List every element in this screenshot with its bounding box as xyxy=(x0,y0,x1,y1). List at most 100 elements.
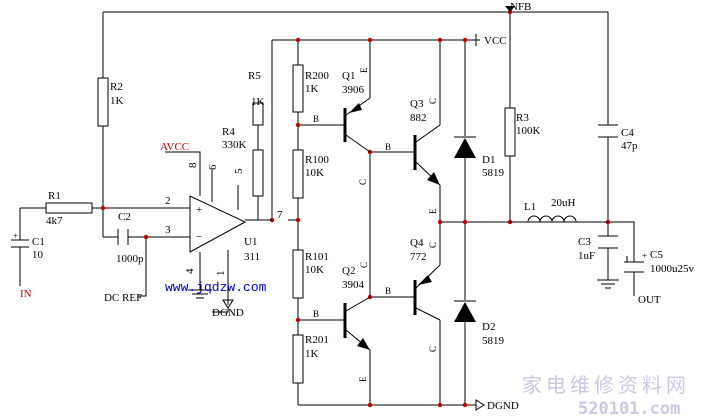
label-pins-b: B xyxy=(313,309,319,319)
label-components-c1-value: 10 xyxy=(32,249,44,261)
label-components-r101-ref: R101 xyxy=(305,251,329,263)
diode-d1 xyxy=(454,136,476,158)
label-pins-p5: 5 xyxy=(233,168,245,174)
label-pins-p1: 1 xyxy=(215,271,227,277)
capacitor-c5 xyxy=(624,256,644,273)
label-nfb: NFB xyxy=(510,1,531,13)
transistor-q1 xyxy=(330,97,371,153)
label-components-r200-value: 1K xyxy=(305,83,319,95)
label-pins-p6: 6 xyxy=(207,164,219,170)
arrow-icon-dgnd-u1 xyxy=(222,299,234,309)
label-components-l1-ref: L1 xyxy=(524,201,536,213)
label-components-q1-ref: Q1 xyxy=(342,70,355,82)
label-components-r201-value: 1K xyxy=(305,348,319,360)
label-components-c4-value: 47p xyxy=(621,140,638,152)
capacitors xyxy=(11,124,644,273)
capacitor-c4 xyxy=(598,124,618,138)
junctions xyxy=(100,9,611,408)
resistor-r201 xyxy=(292,334,304,384)
label-components-d1-ref: D1 xyxy=(482,154,495,166)
label-pins-c: C xyxy=(428,346,438,352)
label-dgnd-u1: DGND xyxy=(212,307,244,319)
label-components-d2-ref: D2 xyxy=(482,321,495,333)
watermarks: www.jqdzw.com 家电维修资料网 520101.com xyxy=(165,280,690,419)
resistor-r100 xyxy=(292,149,304,199)
site-url-watermark: www.jqdzw.com xyxy=(165,280,267,295)
label-pins-p8: 8 xyxy=(187,162,199,168)
label-pins-e: E xyxy=(428,208,438,214)
label-components-c2-value: 1000p xyxy=(116,253,144,265)
arrow-icon-nfb xyxy=(505,6,515,12)
resistor-r3 xyxy=(504,107,516,157)
chinese-watermark: 家电维修资料网 xyxy=(522,373,690,397)
resistor-r101 xyxy=(292,249,304,299)
label-pins-p7: 7 xyxy=(277,209,283,221)
label-components-q3-ref: Q3 xyxy=(410,98,424,110)
label-components-c1-ref: C1 xyxy=(32,236,45,248)
label-components-r1-ref: R1 xyxy=(48,190,61,202)
label-components-r2-ref: R2 xyxy=(110,81,123,93)
corner-url-watermark: 520101.com xyxy=(578,399,680,419)
label-components-r3-ref: R3 xyxy=(516,112,529,124)
label-components-r100-ref: R100 xyxy=(305,154,329,166)
label-components-q4-value: 772 xyxy=(410,251,427,263)
label-pins-plus: + xyxy=(13,231,18,241)
label-components-c2-ref: C2 xyxy=(118,211,131,223)
label-components-q3-value: 882 xyxy=(410,112,427,124)
diode-d2 xyxy=(454,300,476,322)
label-components-q2-ref: Q2 xyxy=(342,265,355,277)
label-components-r3-value: 100K xyxy=(516,125,541,137)
label-components-r100-value: 10K xyxy=(305,167,324,179)
label-avcc: AVCC xyxy=(160,141,189,153)
label-components-u1-value: 311 xyxy=(244,251,260,263)
label-pins-p4: 4 xyxy=(184,268,196,274)
label-pins-c: C xyxy=(428,242,438,248)
label-components-u1-ref: U1 xyxy=(244,236,257,248)
label-components-q2-value: 3904 xyxy=(342,279,365,291)
diodes xyxy=(454,136,476,322)
label-dc-ref: DC REF xyxy=(104,292,142,304)
label-components-d1-value: 5819 xyxy=(482,167,505,179)
label-pins-c: C xyxy=(428,98,438,104)
label-pins-p3: 3 xyxy=(165,224,171,236)
inductor-l1 xyxy=(510,215,608,223)
label-pins-b: B xyxy=(385,142,391,152)
label-pins-p2: 2 xyxy=(165,195,171,207)
label-components-r101-value: 10K xyxy=(305,264,324,276)
label-components-d2-value: 5819 xyxy=(482,335,505,347)
ground-symbols xyxy=(188,6,619,411)
resistor-r1 xyxy=(45,202,93,214)
label-pins-b: B xyxy=(385,286,391,296)
label-components-r4-value: 330K xyxy=(222,139,247,151)
label-components-r5-ref: R5 xyxy=(248,70,261,82)
label-out: OUT xyxy=(638,294,661,306)
ground-icon-c3 xyxy=(597,279,619,289)
label-pins-e: E xyxy=(358,376,368,382)
transistors xyxy=(330,97,441,351)
label-pins-plus: + xyxy=(642,251,647,261)
label-components-c3-ref: C3 xyxy=(578,236,591,248)
capacitor-c1 xyxy=(11,239,29,256)
label-components-c5-value: 1000u25v xyxy=(650,263,695,275)
transistor-q4 xyxy=(402,264,441,321)
label-components-r201-ref: R201 xyxy=(305,334,329,346)
label-components-r2-value: 1K xyxy=(110,95,124,107)
label-pins-e: E xyxy=(359,67,369,73)
label-components-r4-ref: R4 xyxy=(222,126,235,138)
label-pins-b: B xyxy=(313,114,319,124)
label-components-l1-value: 20uH xyxy=(551,197,576,209)
resistor-r2 xyxy=(97,77,109,127)
wires xyxy=(19,11,635,406)
label-components-q1-value: 3906 xyxy=(342,84,365,96)
label-vcc: VCC xyxy=(484,35,507,47)
label-pins-c: C xyxy=(359,262,369,268)
label-pins-c: C xyxy=(358,179,368,185)
resistor-r5 xyxy=(252,102,264,126)
label-pins-plus: + xyxy=(196,204,202,216)
label-pins-minus: − xyxy=(196,231,202,243)
capacitor-c2 xyxy=(117,229,129,245)
capacitor-c3 xyxy=(598,235,618,249)
arrow-icon-dgnd-bottom xyxy=(475,399,485,411)
label-components-q4-ref: Q4 xyxy=(410,237,424,249)
